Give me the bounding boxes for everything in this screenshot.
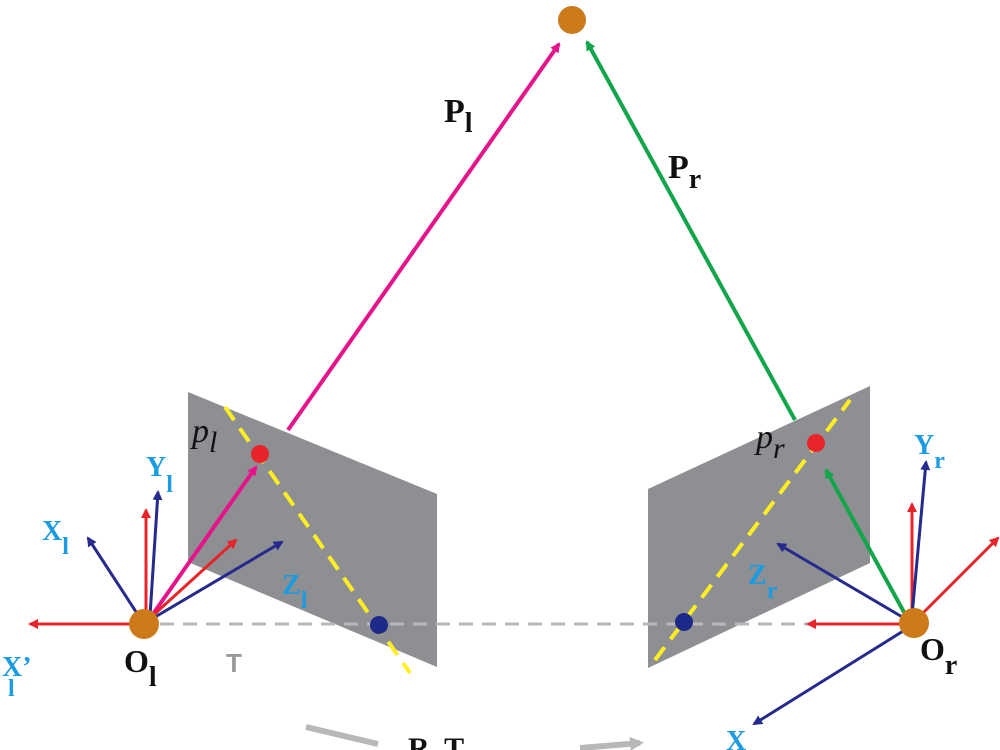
rt-arc-left [305, 724, 379, 747]
right-axis-red-diagonal [916, 536, 1000, 620]
label-p-left: pl [190, 413, 217, 459]
label-T: T [226, 648, 242, 678]
left-axis-x [86, 536, 142, 619]
label-Y-left: Yl [146, 452, 173, 498]
label-O-left: Ol [124, 643, 157, 693]
right-camera-center [899, 608, 929, 638]
label-p-right: pr [754, 419, 785, 465]
left-axis-z [149, 540, 284, 622]
ray-left-lower [151, 465, 258, 616]
left-axis-y [148, 490, 163, 617]
label-Z-right: Zr [748, 560, 778, 604]
left-epipole [370, 616, 388, 634]
right-image-point [807, 434, 825, 452]
left-image-plane [188, 392, 437, 667]
label-P-right: Pr [668, 149, 701, 195]
label-X-left-prime: X’l [2, 652, 32, 702]
ray-right-upper [585, 40, 797, 421]
ray-right-lower [824, 468, 907, 615]
right-axis-x [752, 626, 909, 726]
right-axis-y [910, 460, 931, 617]
label-RT: R, T [408, 732, 464, 750]
label-P-left: Pl [444, 93, 473, 139]
label-Z-left: Zl [282, 570, 308, 614]
label-Y-right: Yr [914, 430, 945, 474]
right-axis-z [776, 542, 905, 620]
left-axis-red-diagonal [146, 538, 238, 622]
world-point [558, 6, 586, 34]
label-X-right: X [726, 726, 746, 750]
left-image-point [251, 445, 269, 463]
label-O-right: Or [920, 631, 957, 681]
left-camera-center [129, 609, 159, 639]
rt-arc-arrow [579, 736, 644, 750]
ray-left-upper [286, 42, 561, 432]
label-X-left: Xl [42, 516, 69, 560]
right-epipole [675, 613, 693, 631]
